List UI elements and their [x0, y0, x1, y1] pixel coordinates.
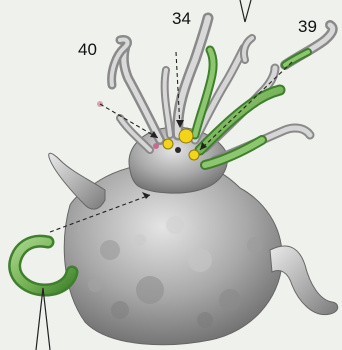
callout-label-39: 39	[298, 18, 317, 35]
tentacle-base-marker	[153, 143, 159, 149]
creature-right-tentacle	[270, 246, 338, 315]
callout-label-40: 40	[78, 41, 97, 58]
section-marker-top	[240, 0, 251, 22]
section-marker-bottom	[36, 288, 50, 350]
callout-label-34: 34	[172, 10, 191, 27]
